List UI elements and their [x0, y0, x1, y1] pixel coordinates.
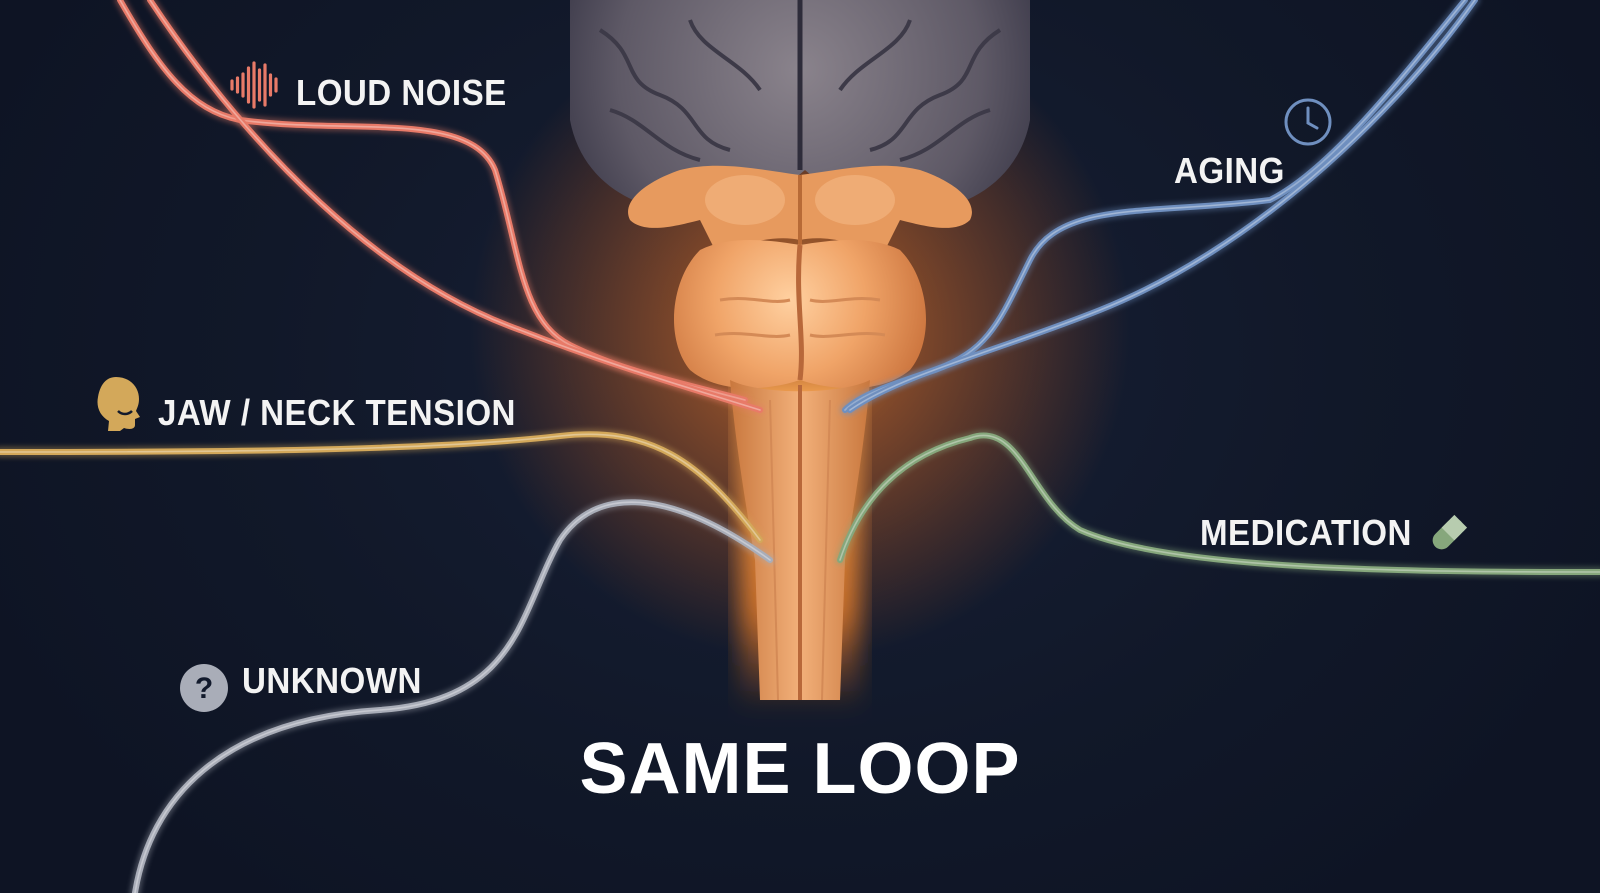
- clock-icon: [1284, 98, 1332, 146]
- cause-label-aging: AGING: [1174, 150, 1285, 191]
- pathway-highlight-medication: [839, 434, 1600, 573]
- cause-label-medication: MEDICATION: [1200, 512, 1412, 553]
- svg-text:?: ?: [195, 672, 213, 705]
- sound-wave-icon: [230, 61, 278, 109]
- pathway-unknown: [132, 499, 773, 893]
- pathway-aging: [847, 0, 1478, 413]
- pathway-highlight-unknown: [134, 501, 771, 893]
- head-profile-icon: [97, 377, 140, 431]
- cause-label-unknown: UNKNOWN: [242, 660, 422, 701]
- medulla: [730, 380, 870, 701]
- pathway-highlight-aging: [849, 0, 1476, 411]
- pathway-jaw-neck: [0, 431, 763, 543]
- question-mark-icon: ?: [180, 664, 228, 712]
- diagram-title: SAME LOOP: [579, 729, 1021, 809]
- pathway-highlight-jaw-neck: [0, 433, 761, 541]
- cerebrum: [570, 0, 1030, 211]
- cause-label-jaw-neck-tension: JAW / NECK TENSION: [158, 392, 516, 433]
- cause-label-loud-noise: LOUD NOISE: [296, 72, 507, 113]
- midbrain: [628, 165, 972, 260]
- pathway-loud-noise: [147, 0, 763, 413]
- pathway-highlight-loud-noise: [149, 0, 761, 411]
- pill-icon: [1432, 514, 1468, 550]
- pons: [673, 240, 927, 389]
- pathway-medication: [837, 432, 1600, 575]
